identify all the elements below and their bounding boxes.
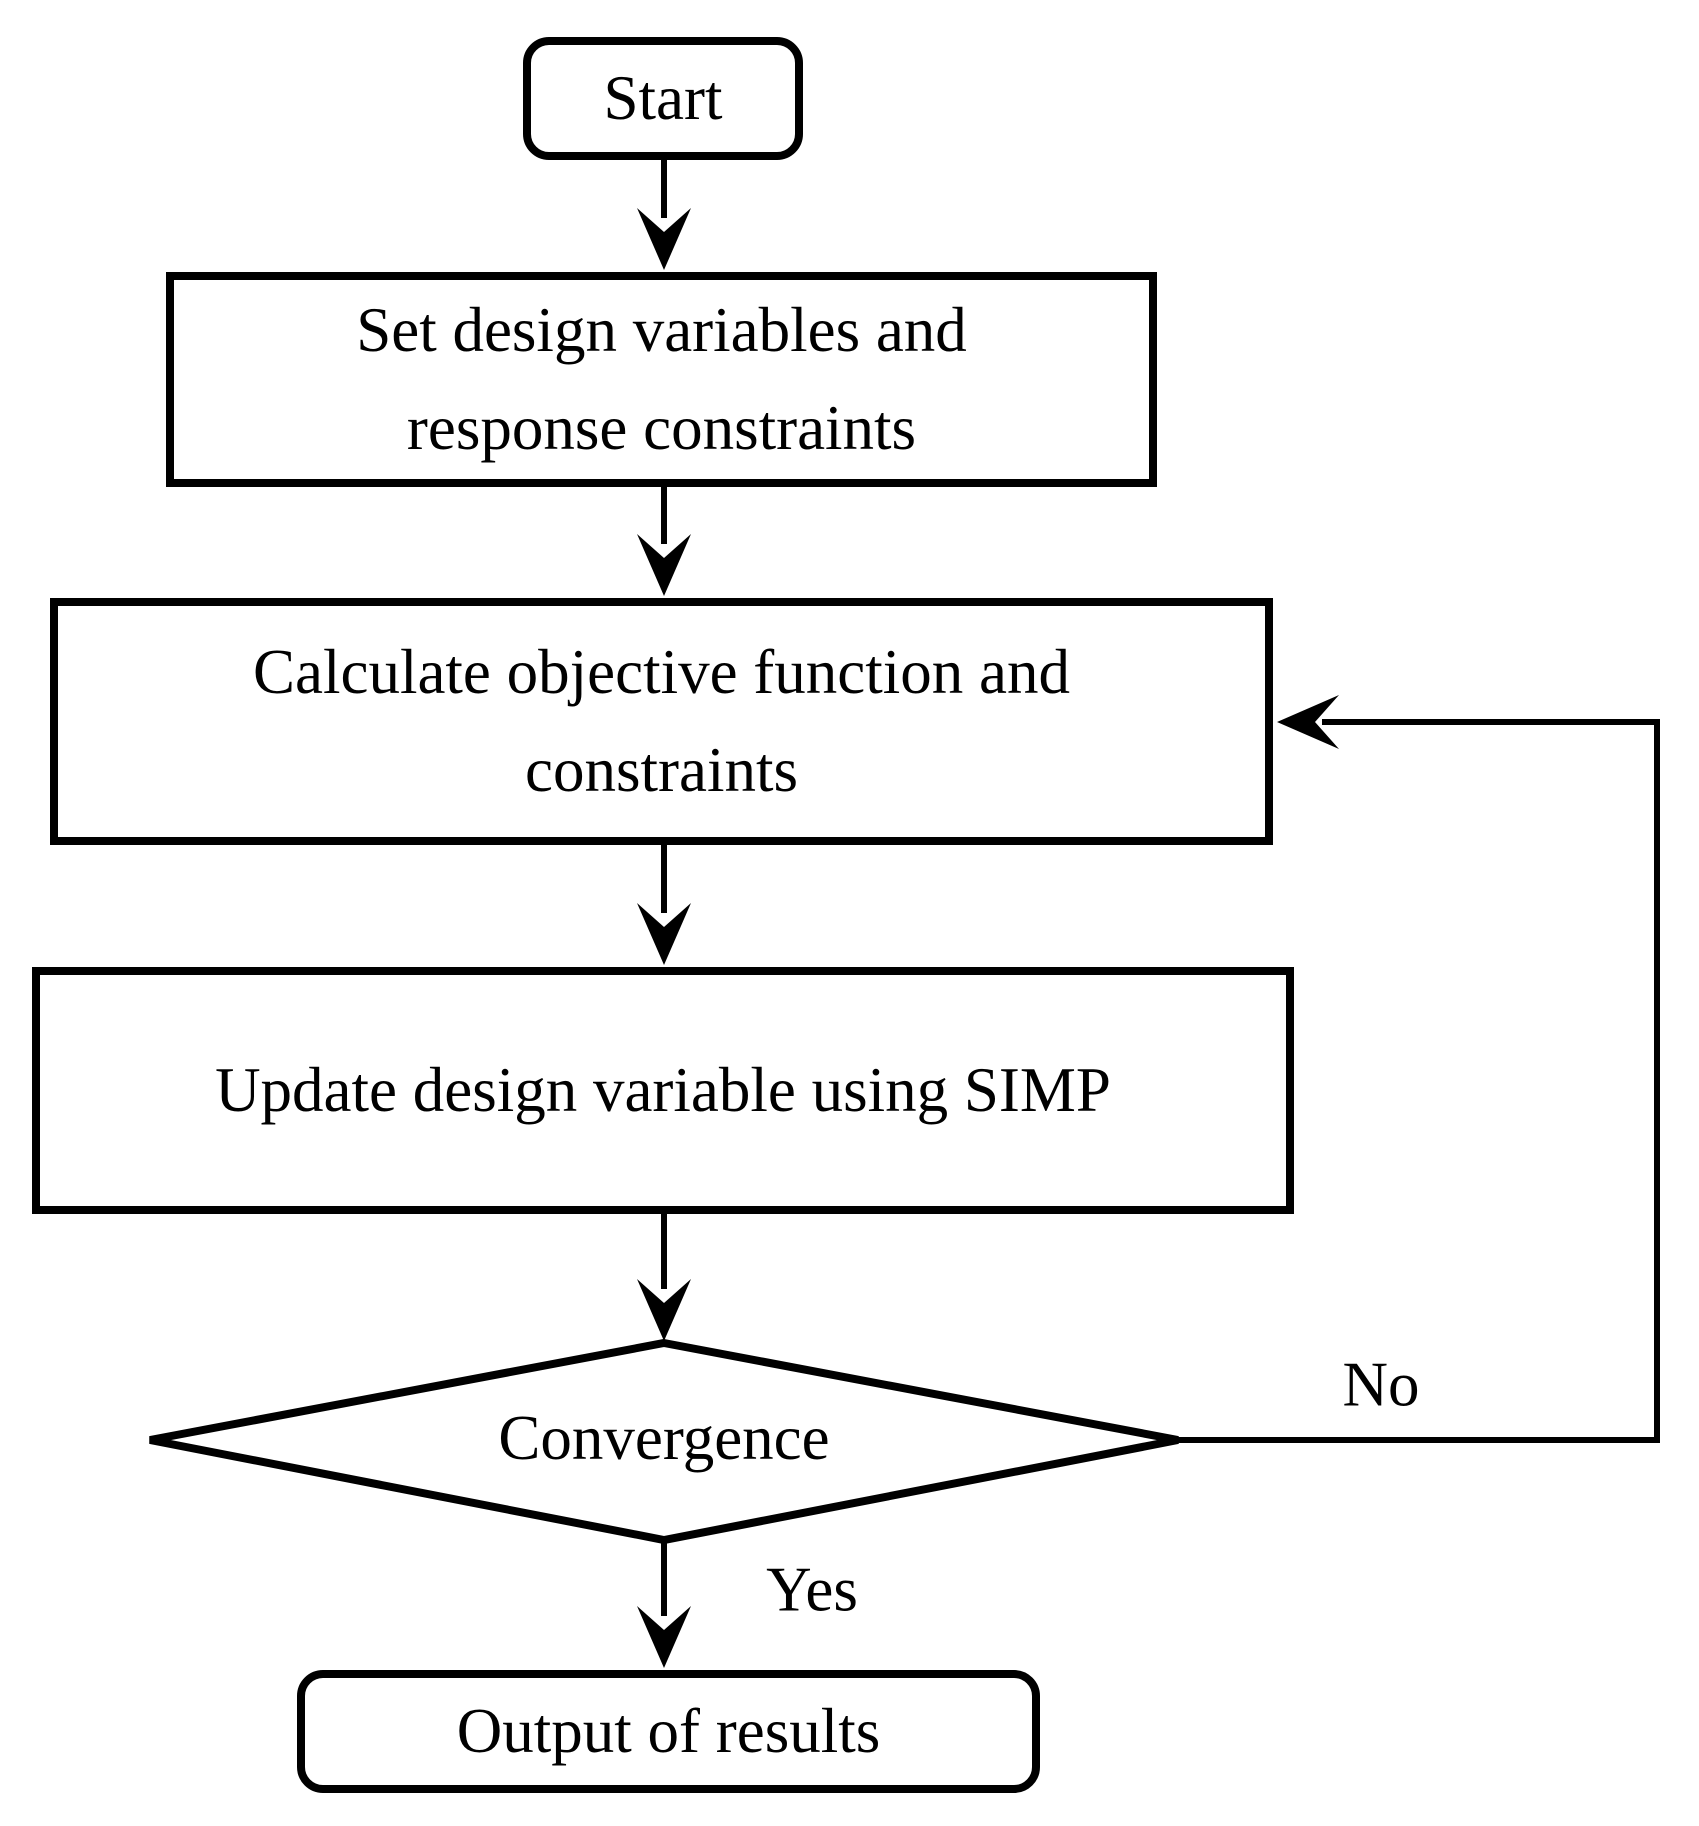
edge-label-no: No bbox=[1342, 1349, 1420, 1420]
arrowhead-calculate-to-update bbox=[637, 903, 691, 965]
arrowhead-start-to-set bbox=[637, 208, 691, 270]
arrowhead-convergence-to-output bbox=[637, 1606, 691, 1668]
node-calculate-objective: Calculate objective function and constra… bbox=[50, 598, 1273, 845]
no-feedback-line bbox=[1178, 719, 1660, 1443]
node-start-label: Start bbox=[603, 62, 723, 133]
arrowhead-no-to-calculate bbox=[1277, 695, 1339, 749]
node-update-line1: Update design variable using SIMP bbox=[215, 1054, 1111, 1125]
node-output-results: Output of results bbox=[297, 1670, 1040, 1793]
node-update-design-variable: Update design variable using SIMP bbox=[32, 967, 1294, 1214]
node-calculate-line2: constraints bbox=[525, 734, 798, 805]
arrowhead-set-to-calculate bbox=[637, 534, 691, 596]
node-set-design-variables: Set design variables and response constr… bbox=[166, 272, 1157, 487]
node-start: Start bbox=[523, 37, 803, 160]
arrowhead-update-to-convergence bbox=[637, 1279, 691, 1341]
node-set-design-line1: Set design variables and bbox=[356, 294, 967, 365]
node-set-design-line2: response constraints bbox=[406, 392, 917, 463]
node-convergence-label: Convergence bbox=[498, 1403, 830, 1474]
edge-label-yes: Yes bbox=[766, 1554, 858, 1625]
node-output-label: Output of results bbox=[456, 1695, 881, 1766]
node-calculate-line1: Calculate objective function and bbox=[253, 636, 1070, 707]
